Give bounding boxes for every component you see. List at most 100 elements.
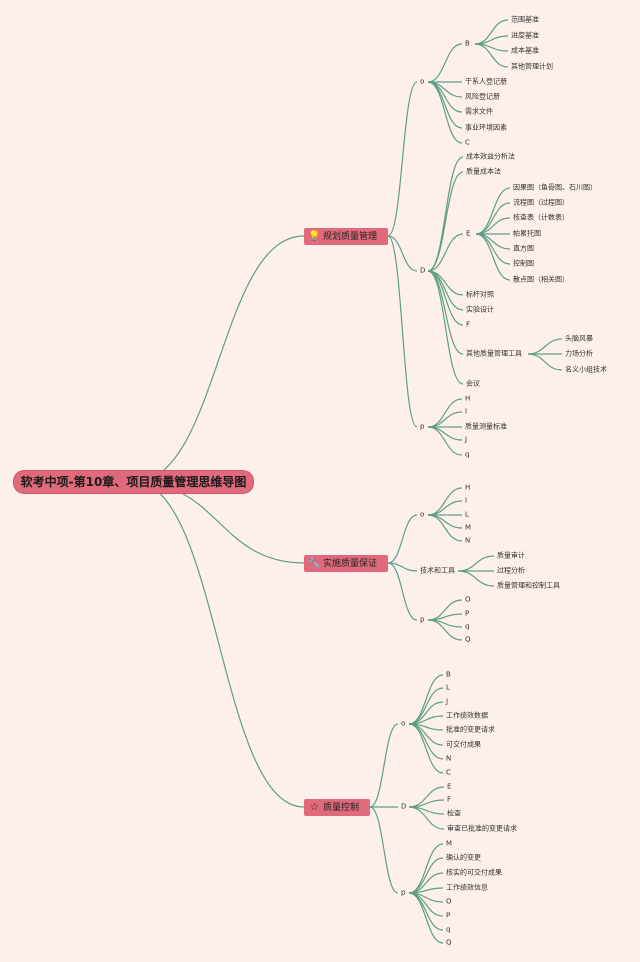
leaf-label[interactable]: B	[446, 670, 451, 679]
leaf-label[interactable]: 因果图（鱼骨图、石川图）	[513, 183, 597, 192]
group-label[interactable]: o	[420, 510, 425, 519]
leaf-label[interactable]: 成本效益分析法	[466, 152, 515, 161]
edge	[427, 619, 463, 641]
leaf-label[interactable]: N	[446, 754, 452, 763]
leaf-label[interactable]: Q	[465, 635, 471, 644]
group-label[interactable]: p	[420, 422, 425, 431]
leaf-label[interactable]: 确认的变更	[446, 853, 481, 862]
branch-label: 实施质量保证	[323, 559, 378, 569]
leaf-label[interactable]: I	[465, 407, 468, 416]
leaf-label[interactable]: E	[447, 782, 452, 791]
edge	[527, 353, 563, 371]
subgroup-label[interactable]: 其他质量管理工具	[466, 349, 522, 358]
leaf-label[interactable]: 质量成本法	[466, 167, 501, 176]
leaf-label[interactable]: 事业环境因素	[465, 123, 507, 132]
leaf-label[interactable]: O	[446, 897, 452, 906]
edge	[427, 233, 464, 272]
leaf-label[interactable]: 可交付成果	[446, 740, 481, 749]
leaf-label[interactable]: 散点图（相关图）	[513, 275, 569, 284]
star-icon: ☆	[310, 802, 319, 813]
leaf-label[interactable]: C	[465, 138, 470, 147]
edge	[408, 887, 444, 894]
leaf-label[interactable]: H	[465, 483, 471, 492]
leaf-label[interactable]: L	[465, 510, 469, 519]
edge	[387, 235, 418, 272]
edge	[427, 500, 463, 516]
leaf-label[interactable]: 名义小组技术	[565, 365, 607, 374]
subgroup-label[interactable]: E	[466, 229, 471, 238]
leaf-label[interactable]: q	[446, 925, 451, 934]
leaf-label[interactable]: 核实的可交付成果	[446, 868, 502, 877]
leaf-label[interactable]: 质量测量标准	[465, 422, 507, 431]
group-label[interactable]: p	[420, 615, 425, 624]
leaf-label[interactable]: 标杆对照	[466, 290, 494, 299]
leaf-label[interactable]: q	[465, 450, 470, 459]
leaf-label[interactable]: 会议	[466, 379, 480, 388]
edge	[408, 806, 445, 830]
branch-label: 规划质量管理	[323, 232, 378, 242]
edge	[408, 892, 444, 944]
group-label[interactable]: o	[420, 77, 425, 86]
leaf-label[interactable]: 控制图	[513, 259, 534, 268]
branch-node-1[interactable]: 💡规划质量管理	[304, 228, 388, 245]
edge	[457, 555, 495, 572]
leaf-label[interactable]: 工作绩效数据	[446, 711, 488, 720]
group-label[interactable]: o	[401, 719, 406, 728]
edge	[133, 235, 305, 483]
leaf-label[interactable]: 核查表（计数表）	[513, 213, 569, 222]
leaf-label[interactable]: 质量审计	[497, 551, 525, 560]
group-label[interactable]: 技术和工具	[420, 566, 455, 575]
leaf-label[interactable]: Q	[446, 938, 452, 947]
subgroup-label[interactable]: B	[465, 39, 470, 48]
branch-node-3[interactable]: ☆质量控制	[304, 799, 370, 816]
group-label[interactable]: D	[401, 802, 407, 811]
leaf-label[interactable]: P	[446, 911, 451, 920]
leaf-label[interactable]: 工作绩效信息	[446, 883, 488, 892]
group-label[interactable]: D	[420, 266, 426, 275]
leaf-label[interactable]: 流程图（过程图）	[513, 198, 569, 207]
edge	[427, 156, 464, 272]
leaf-label[interactable]: q	[465, 622, 470, 631]
leaf-label[interactable]: F	[466, 320, 471, 329]
leaf-label[interactable]: O	[465, 595, 471, 604]
leaf-label[interactable]: F	[447, 795, 452, 804]
edge	[475, 187, 511, 235]
leaf-label[interactable]: 其他管理计划	[511, 62, 553, 71]
leaf-label[interactable]: 干系人登记册	[465, 77, 507, 86]
edge	[427, 81, 463, 144]
leaf-label[interactable]: 力场分析	[565, 349, 593, 358]
leaf-label[interactable]: 成本基准	[511, 46, 539, 55]
leaf-label[interactable]: 进度基准	[511, 31, 539, 40]
leaf-label[interactable]: L	[446, 683, 450, 692]
leaf-label[interactable]: N	[465, 536, 471, 545]
leaf-label[interactable]: 实验设计	[466, 305, 494, 314]
leaf-label[interactable]: 风险登记册	[465, 92, 500, 101]
leaf-label[interactable]: J	[446, 697, 449, 706]
leaf-label[interactable]: 过程分析	[497, 566, 525, 575]
branch-node-2[interactable]: 🔧实施质量保证	[304, 555, 388, 572]
leaf-label[interactable]: H	[465, 394, 471, 403]
leaf-label[interactable]: C	[446, 768, 451, 777]
leaf-label[interactable]: I	[465, 496, 468, 505]
edge	[387, 235, 418, 428]
leaf-label[interactable]: 审查已批准的变更请求	[447, 824, 517, 833]
leaf-label[interactable]: M	[465, 523, 472, 532]
leaf-label[interactable]: 范围基准	[511, 15, 539, 24]
root-node[interactable]: 软考中项-第10章、项目质量管理思维导图	[14, 471, 253, 493]
leaf-label[interactable]: 需求文件	[465, 107, 493, 116]
edge	[427, 270, 464, 311]
leaf-label[interactable]: P	[465, 609, 470, 618]
leaf-label[interactable]: J	[465, 435, 468, 444]
leaf-label[interactable]: 头脑风暴	[565, 334, 593, 343]
edge	[457, 570, 495, 587]
leaf-label[interactable]: 质量管理和控制工具	[497, 581, 560, 590]
leaf-label[interactable]: M	[446, 839, 453, 848]
leaf-label[interactable]: 批准的变更请求	[446, 725, 495, 734]
leaf-label[interactable]: 帕累托图	[513, 229, 541, 238]
group-label[interactable]: p	[401, 888, 406, 897]
edge	[427, 514, 463, 529]
leaf-label[interactable]: 检查	[447, 809, 461, 818]
leaf-label[interactable]: 直方图	[513, 244, 534, 253]
